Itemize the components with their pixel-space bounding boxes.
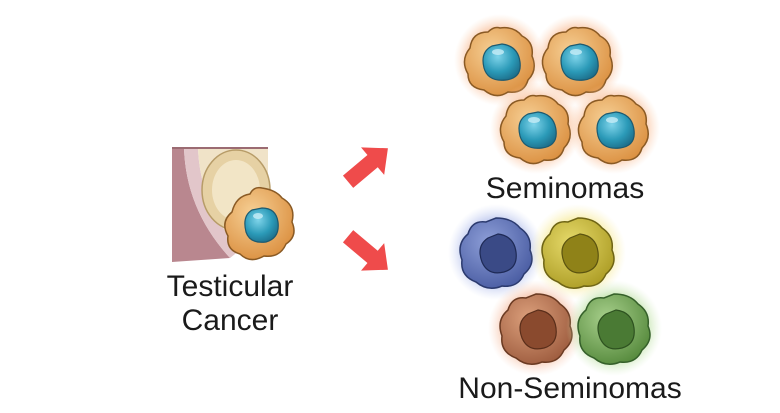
testicular-cancer-label-line2: Cancer bbox=[181, 304, 279, 337]
non-seminoma-cell-blue bbox=[448, 204, 544, 300]
testicular-cancer-label: Testicular Cancer bbox=[110, 270, 350, 338]
arrow-down-right-icon bbox=[342, 230, 388, 271]
seminoma-cell bbox=[532, 14, 624, 106]
non-seminoma-cell-brown bbox=[488, 280, 584, 376]
seminoma-cell bbox=[454, 14, 546, 106]
testicular-cancer-label-line1: Testicular bbox=[166, 270, 294, 303]
arrow-up-right-icon bbox=[342, 147, 388, 188]
non-seminoma-cell-green bbox=[566, 280, 662, 376]
non-seminoma-cell-yellow bbox=[530, 204, 626, 300]
seminoma-cell bbox=[568, 82, 660, 174]
seminomas-label: Seminomas bbox=[485, 172, 645, 205]
testis-cross-section-icon bbox=[172, 147, 295, 262]
seminoma-cell bbox=[490, 82, 582, 174]
non-seminomas-label: Non-Seminomas bbox=[458, 372, 682, 405]
